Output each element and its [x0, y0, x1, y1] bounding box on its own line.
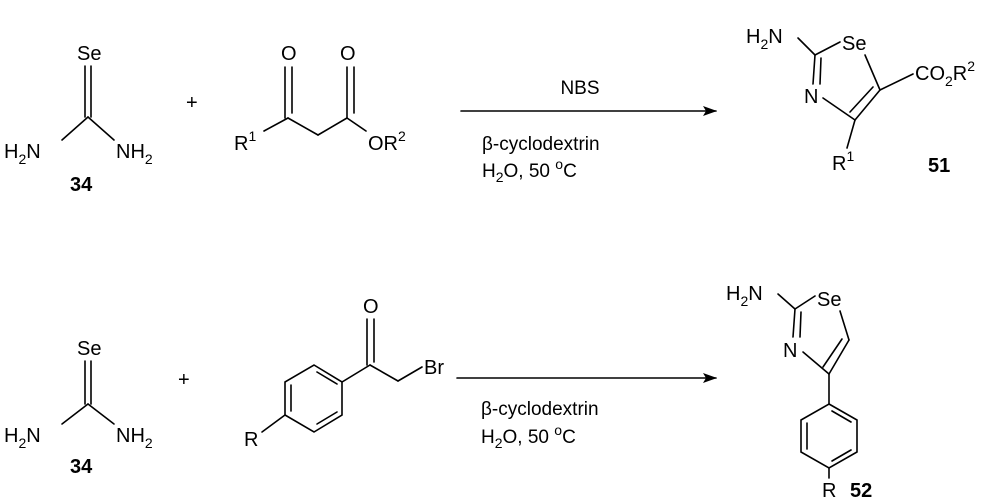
amine-c2-bond [797, 37, 816, 56]
c-n-left-bond [61, 403, 89, 425]
product-51: H2​N Se N CO2​R2​ R1​ 51 [746, 26, 975, 177]
bromoacetophenone: O Br R [244, 296, 444, 451]
ester-o-label: O [340, 43, 356, 65]
c-ch2-bond [369, 364, 399, 382]
selenourea-34-bottom: Se H2​N NH2​ 34 [4, 338, 153, 478]
r1-c-bond [263, 117, 289, 132]
c-ch2-bond [287, 117, 319, 136]
c4-c5-double-bond [822, 338, 843, 368]
c-n-right-bond [87, 403, 115, 425]
se-c5-bond [839, 310, 850, 341]
benzene-ring [284, 364, 343, 433]
or2-label: OR2​ [368, 128, 406, 155]
beta-keto-ester: O O R1​ OR2​ [234, 43, 406, 155]
ring-se-label: Se [842, 33, 866, 55]
h2n-label: H2​N [4, 141, 41, 167]
compound-number-34: 34 [70, 174, 93, 196]
c4-c5-bond [828, 339, 850, 375]
amine-c2-bond [777, 293, 796, 310]
c-n-left-bond [61, 116, 89, 141]
plus-sign: + [186, 92, 198, 114]
aromatic-bond [831, 449, 852, 462]
ring-carbonyl-bond [341, 364, 371, 383]
c5-ester-bond [879, 73, 914, 91]
compound-number-34: 34 [70, 456, 93, 478]
ring-se-label: Se [817, 289, 841, 311]
nh2-label: NH2​ [116, 141, 153, 167]
c2-n-double-bond [819, 57, 822, 85]
r1-label: R1​ [832, 148, 854, 175]
r-label: R [822, 480, 836, 502]
se-c5-bond [864, 54, 881, 91]
c2-n-double-bond [799, 311, 802, 338]
reaction-1: Se H2​N NH2​ 34 + O O R1​ OR2​ NB [4, 26, 975, 196]
plus-sign: + [178, 369, 190, 391]
condition-catalyst: β-cyclodextrin [482, 134, 600, 155]
h2n-label: H2​N [4, 425, 41, 451]
condition-catalyst: β-cyclodextrin [481, 399, 599, 420]
se-label: Se [77, 43, 101, 65]
c4-r1-bond [846, 119, 856, 149]
selenourea-34-top: Se H2​N NH2​ 34 [4, 43, 153, 196]
n-c4-bond [802, 351, 830, 375]
r-label: R [244, 429, 258, 451]
c2-n-bond [812, 54, 816, 85]
ch2-c-bond [317, 117, 348, 136]
compound-number-52: 52 [850, 480, 872, 502]
condition-solvent-temp: H2​O, 50 oC [482, 156, 577, 185]
ch2-br-bond [397, 366, 423, 382]
c2-se-bond [794, 295, 816, 310]
compound-number-51: 51 [928, 155, 950, 177]
se-label: Se [77, 338, 101, 360]
aromatic-bond [316, 411, 338, 425]
amine-label: H2​N [726, 283, 763, 309]
c-n-right-bond [87, 116, 115, 141]
br-label: Br [424, 357, 444, 379]
ring-n-label: N [804, 86, 818, 108]
ring-r-bond [261, 414, 286, 433]
aromatic-bond [316, 371, 338, 385]
c4-c5-double-bond [849, 86, 874, 113]
reaction-2: Se H2​N NH2​ 34 + O Br R [4, 283, 872, 502]
condition-solvent-temp: H2​O, 50 oC [481, 422, 576, 451]
benzene-ring [800, 403, 858, 469]
ketone-o-label: O [363, 296, 379, 318]
c2-n-bond [792, 308, 796, 338]
c2-se-bond [814, 41, 841, 56]
amine-label: H2​N [746, 26, 783, 52]
c-or2-bond [346, 117, 367, 132]
c4-c5-bond [854, 89, 881, 121]
ester-label: CO2​R2​ [915, 58, 975, 89]
ketone-o-label: O [281, 43, 297, 65]
product-52: H2​N Se N R 52 [726, 283, 872, 502]
n-c4-bond [822, 97, 856, 121]
nh2-label: NH2​ [116, 425, 153, 451]
ring-n-label: N [783, 340, 797, 362]
condition-reagent: NBS [560, 78, 599, 99]
r1-label: R1​ [234, 128, 256, 155]
aromatic-bond [831, 410, 852, 423]
